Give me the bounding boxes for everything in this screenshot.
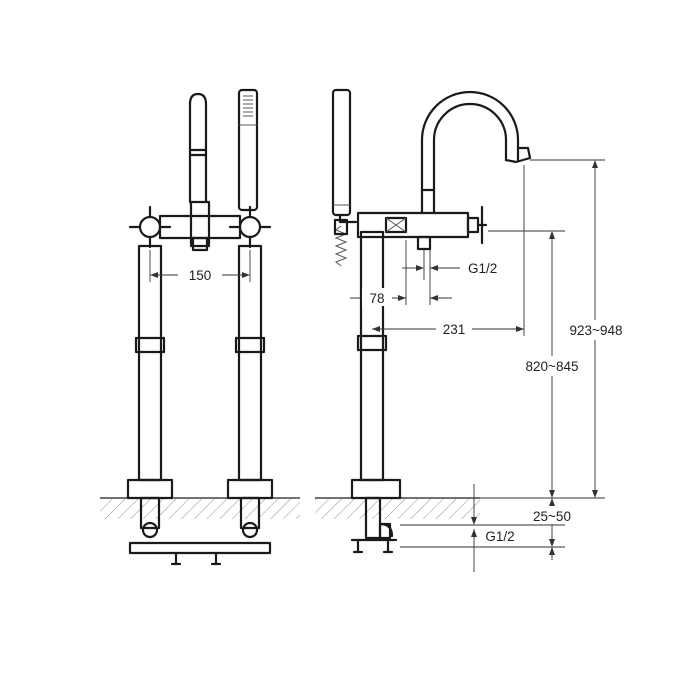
side-floor (315, 497, 480, 519)
side-cross-handle (466, 205, 488, 245)
dimension-150: 150 (149, 250, 251, 283)
right-cross-handle (228, 205, 272, 249)
front-floor (100, 497, 300, 519)
side-view (315, 88, 532, 554)
side-standpipe (350, 230, 402, 554)
dimension-923-948: 923~948 (560, 160, 632, 498)
dimension-label-78: 78 (369, 291, 384, 306)
front-hand-shower (237, 88, 259, 212)
dimension-g12-bottom: G1/2 (400, 484, 565, 572)
front-spout (188, 92, 208, 204)
side-bottom-elbow (378, 522, 394, 538)
side-spout (420, 90, 532, 215)
dimension-231: 231 (372, 165, 525, 337)
dimension-g12-top: G1/2 (402, 250, 497, 280)
side-hand-shower (331, 88, 358, 267)
dimension-label-25-50: 25~50 (533, 509, 571, 524)
front-mounting-plate (128, 541, 272, 566)
dimension-label-150: 150 (189, 268, 212, 283)
front-mixer-body (158, 200, 242, 252)
dimension-820-845: 820~845 (516, 231, 588, 498)
dimension-label-820-845: 820~845 (526, 359, 579, 374)
dimension-label-g12-top: G1/2 (468, 261, 497, 276)
left-pillar (126, 244, 174, 539)
dimension-25-50: 25~50 (525, 498, 579, 525)
dimension-label-g12-bottom: G1/2 (485, 529, 514, 544)
dimension-label-923-948: 923~948 (570, 323, 623, 338)
dimension-label-231: 231 (443, 322, 466, 337)
left-cross-handle (128, 205, 172, 249)
dimension-78: 78 (350, 240, 452, 306)
extension-lines (400, 159, 605, 526)
front-view: 150 (100, 88, 300, 566)
right-pillar (226, 244, 274, 539)
